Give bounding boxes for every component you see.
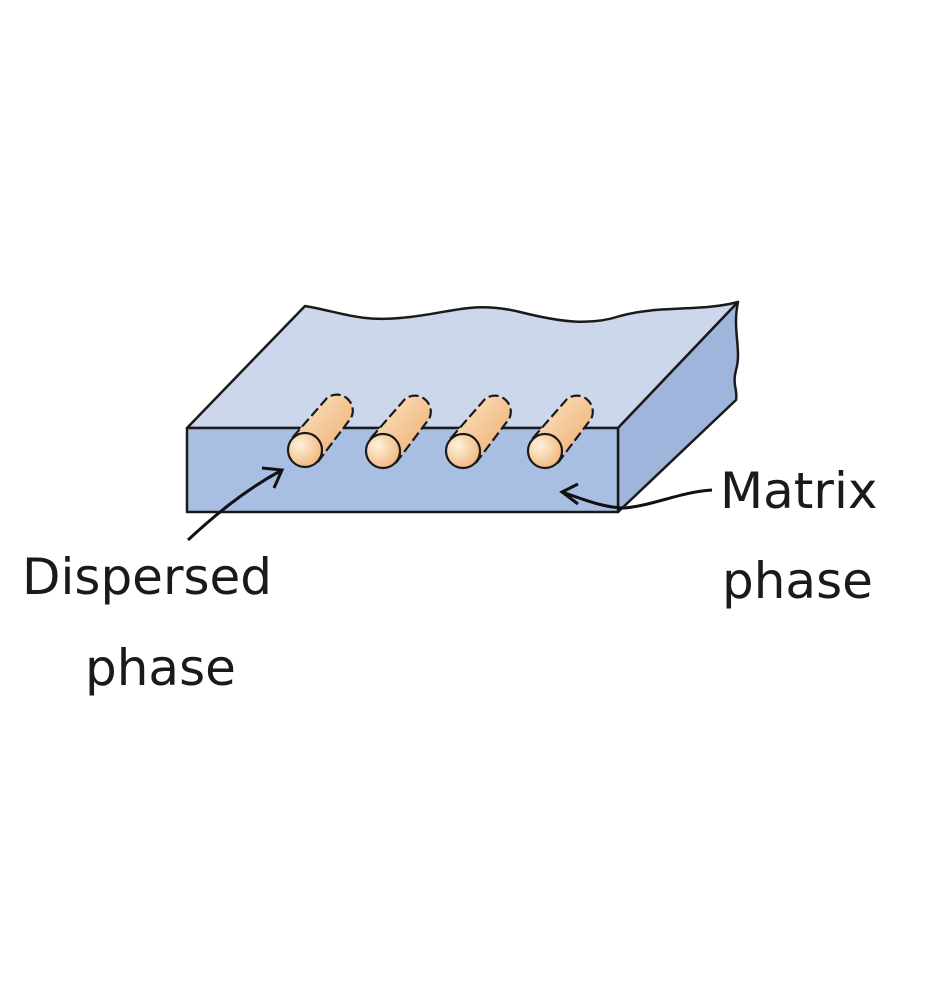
matrix-side-face — [616, 300, 740, 514]
matrix-label-line1: Matrix — [720, 462, 878, 520]
fiber — [526, 394, 594, 470]
dispersed-label-line1: Dispersed — [22, 548, 273, 606]
dispersed-fibers — [286, 393, 594, 470]
matrix-top-face — [185, 300, 740, 430]
fiber — [444, 394, 512, 470]
fiber — [364, 394, 432, 470]
dispersed-label-line2: phase — [85, 639, 236, 697]
dispersed-arrow — [186, 466, 285, 542]
fiber — [286, 393, 354, 469]
matrix-arrow — [559, 482, 713, 510]
matrix-label-line2: phase — [722, 552, 873, 610]
